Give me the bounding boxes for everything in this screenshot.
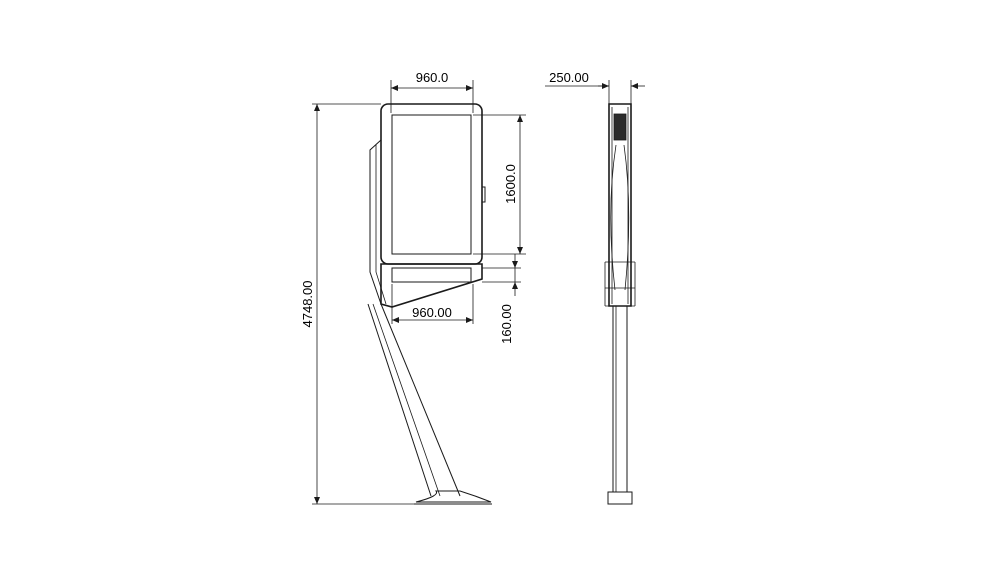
side-base — [607, 491, 633, 505]
dimension-overall-height: 4748.00 — [300, 103, 414, 505]
dimension-side-depth: 250.00 — [545, 70, 645, 104]
dim-side-depth-label: 250.00 — [549, 70, 589, 85]
dim-screen-height-label: 1600.0 — [503, 164, 518, 204]
stand-leg — [367, 303, 432, 497]
dimension-bottom-width: 960.00 — [391, 284, 474, 324]
rear-pillar — [369, 139, 382, 305]
screen-housing — [380, 103, 483, 265]
side-view — [604, 103, 636, 505]
dim-top-width-label: 960.0 — [416, 70, 449, 85]
side-pole — [612, 305, 628, 493]
side-grille — [613, 113, 627, 141]
side-button — [481, 186, 486, 203]
front-view — [367, 103, 492, 505]
dimension-bottom-panel-height: 160.00 — [482, 254, 521, 344]
dim-bottom-panel-height-label: 160.00 — [499, 304, 514, 344]
display-screen — [391, 114, 472, 255]
dim-bottom-width-label: 960.00 — [412, 305, 452, 320]
bottom-panel — [391, 267, 472, 283]
lower-housing — [380, 263, 483, 308]
dimension-top-width: 960.0 — [390, 70, 474, 113]
stand-base — [415, 490, 492, 503]
dimension-screen-height: 1600.0 — [473, 114, 526, 255]
dim-overall-height-label: 4748.00 — [300, 281, 315, 328]
